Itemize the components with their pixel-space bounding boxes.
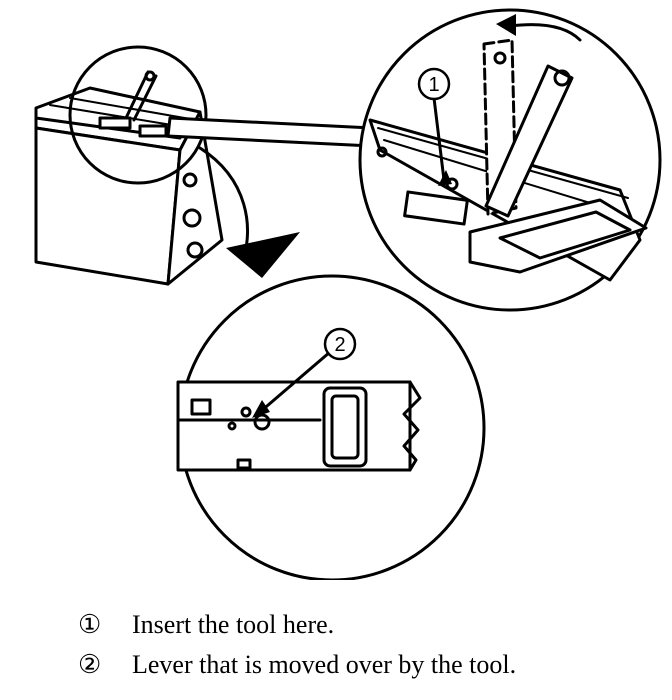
device-unit — [34, 70, 224, 286]
callout-2-label: 2 — [334, 334, 345, 356]
legend-item-1: ① Insert the tool here. — [78, 610, 334, 640]
detail-circle-top — [358, 8, 662, 312]
zoom-source-circle — [68, 45, 208, 185]
legend-marker-1: ① — [78, 610, 102, 639]
legend-text-2: Lever that is moved over by the tool. — [132, 650, 517, 679]
legend-marker-2: ② — [78, 650, 102, 679]
detail-circle-bottom — [176, 274, 486, 580]
legend-item-2: ② Lever that is moved over by the tool. — [78, 650, 516, 680]
callout-2: 2 — [323, 327, 357, 361]
diagram-figure: 1 2 — [34, 8, 662, 580]
motion-arrow — [508, 23, 582, 42]
callout-1: 1 — [417, 67, 451, 101]
callout-1-label: 1 — [428, 74, 439, 96]
legend-text-1: Insert the tool here. — [132, 610, 335, 639]
